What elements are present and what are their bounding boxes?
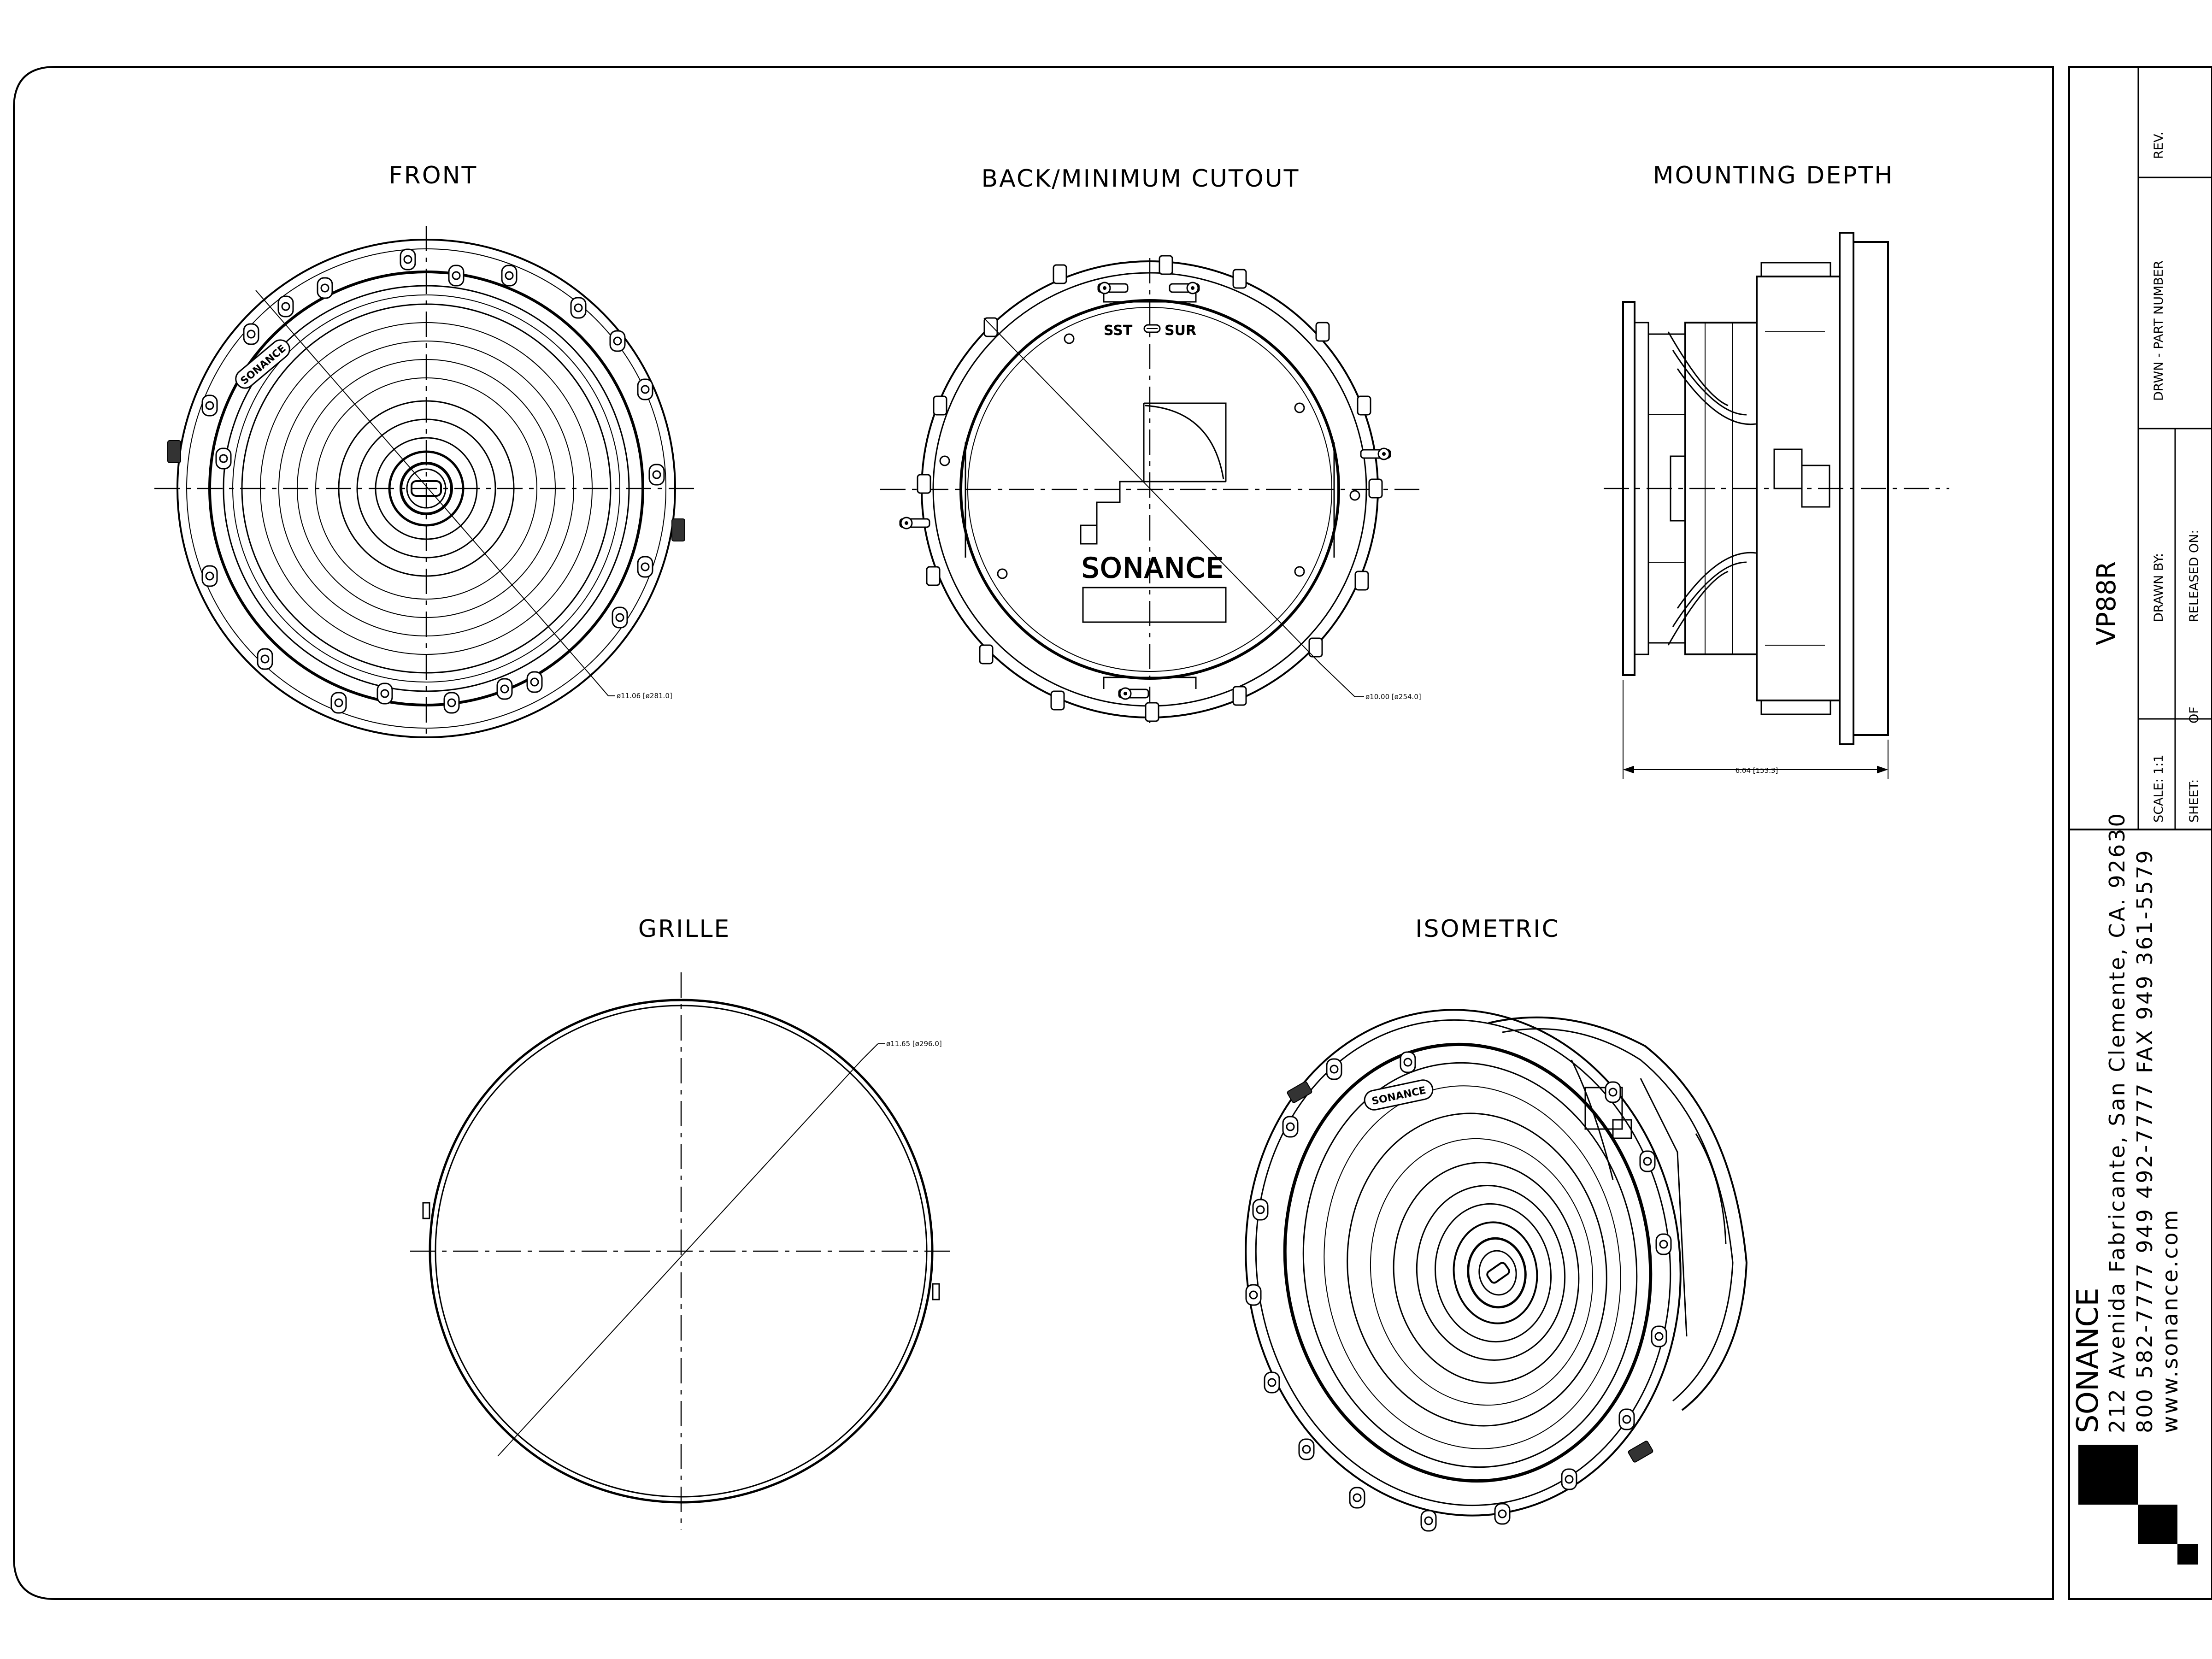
back-logo-mark — [1080, 402, 1227, 623]
title-block: REV. DRWN - PART NUMBER VP88R DRAWN BY: … — [2068, 66, 2212, 1600]
company-address: 212 Avenida Fabricante, San Clemente, CA… — [2105, 812, 2130, 1433]
grille-view-title: GRILLE — [638, 915, 731, 943]
back-centerlines — [880, 258, 1419, 728]
grille-tabs — [422, 1202, 940, 1300]
scale-label: SCALE: 1:1 — [2152, 754, 2166, 823]
back-logo-text: SONANCE — [1082, 552, 1224, 584]
sheet-border — [13, 66, 2054, 1600]
sonance-logo-mark — [2078, 1445, 2198, 1565]
company-website: www.sonance.com — [2158, 1208, 2183, 1433]
grille-view: GRILLE ø11.65 [ø296.0] — [410, 915, 952, 1530]
front-speaker-body — [176, 239, 676, 738]
company-phone: 800 582-7777 949 492-7777 FAX 949 361-55… — [2132, 848, 2157, 1433]
front-dimension: ø11.06 [ø281.0] — [255, 290, 672, 700]
isometric-logo-badge: SONANCE — [1364, 1079, 1434, 1111]
depth-profile — [1622, 232, 1889, 745]
rev-label: REV. — [2152, 132, 2166, 159]
back-dimension: ø10.00 [ø254.0] — [983, 318, 1421, 701]
part-number: VP88R — [2092, 561, 2122, 645]
front-view: FRONT — [154, 162, 698, 738]
front-dimension-text: ø11.06 [ø281.0] — [617, 692, 672, 700]
title-block-frame — [2068, 66, 2212, 1600]
back-sst-sur-switch: SST SUR — [1104, 323, 1196, 339]
company-name: SONANCE — [2071, 1288, 2105, 1433]
sheet-label: SHEET: — [2187, 779, 2201, 823]
grille-dimension — [497, 1043, 885, 1457]
front-logo-text: SONANCE — [239, 343, 288, 387]
isometric-view-title: ISOMETRIC — [1415, 915, 1560, 943]
front-centerlines — [154, 226, 698, 737]
grille-dimension-text: ø11.65 [ø296.0] — [886, 1040, 942, 1048]
depth-dimension — [1623, 680, 1888, 779]
back-inner-details — [939, 293, 1360, 689]
front-view-title: FRONT — [389, 162, 478, 189]
back-view-title: BACK/MINIMUM CUTOUT — [982, 165, 1300, 193]
back-switch-sst: SST — [1104, 323, 1133, 339]
grille-rings — [429, 999, 934, 1504]
isometric-view: ISOMETRIC — [1245, 915, 1748, 1532]
depth-view-title: MOUNTING DEPTH — [1653, 162, 1894, 189]
back-dimension-text: ø10.00 [ø254.0] — [1365, 693, 1421, 701]
depth-dimension-text: 6.04 [153.3] — [1735, 766, 1778, 775]
back-switch-sur: SUR — [1165, 323, 1196, 339]
depth-view: MOUNTING DEPTH 6.04 [153 — [1604, 162, 1949, 779]
of-label: OF — [2187, 706, 2201, 724]
drawn-by-label: DRAWN BY: — [2152, 553, 2166, 622]
back-view: BACK/MINIMUM CUTOUT — [880, 165, 1421, 728]
grille-centerlines — [410, 972, 952, 1530]
part-number-label: DRWN - PART NUMBER — [2152, 260, 2166, 401]
isometric-knobs — [1286, 1080, 1654, 1464]
released-on-label: RELEASED ON: — [2187, 529, 2201, 622]
